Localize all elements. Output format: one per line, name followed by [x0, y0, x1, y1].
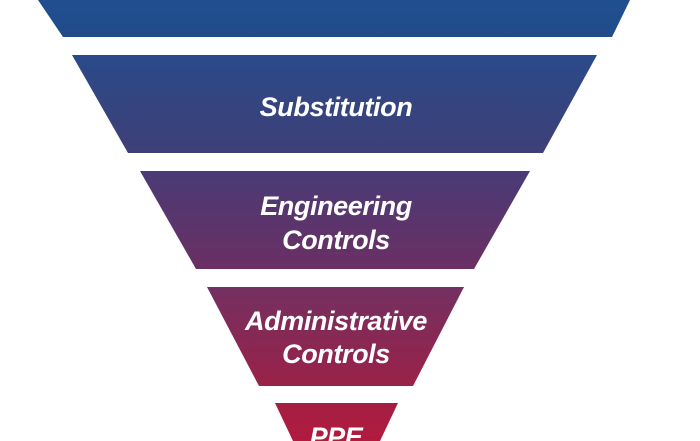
tier-engineering-controls: [140, 171, 530, 269]
tier-administrative-controls: [207, 287, 464, 386]
tier-engineering-controls-label-line1: Engineering: [260, 191, 413, 221]
tier-administrative-controls-label-line1: Administrative: [244, 306, 427, 336]
tier-substitution-label: Substitution: [260, 92, 413, 122]
tier-engineering-controls-label-line2: Controls: [282, 225, 390, 255]
tier-administrative-controls-label-line2: Controls: [282, 339, 390, 369]
tier-ppe: [275, 403, 398, 441]
tier-elimination: [38, 0, 630, 37]
tier-ppe-label: PPE: [310, 422, 364, 441]
tier-substitution: [72, 55, 597, 153]
